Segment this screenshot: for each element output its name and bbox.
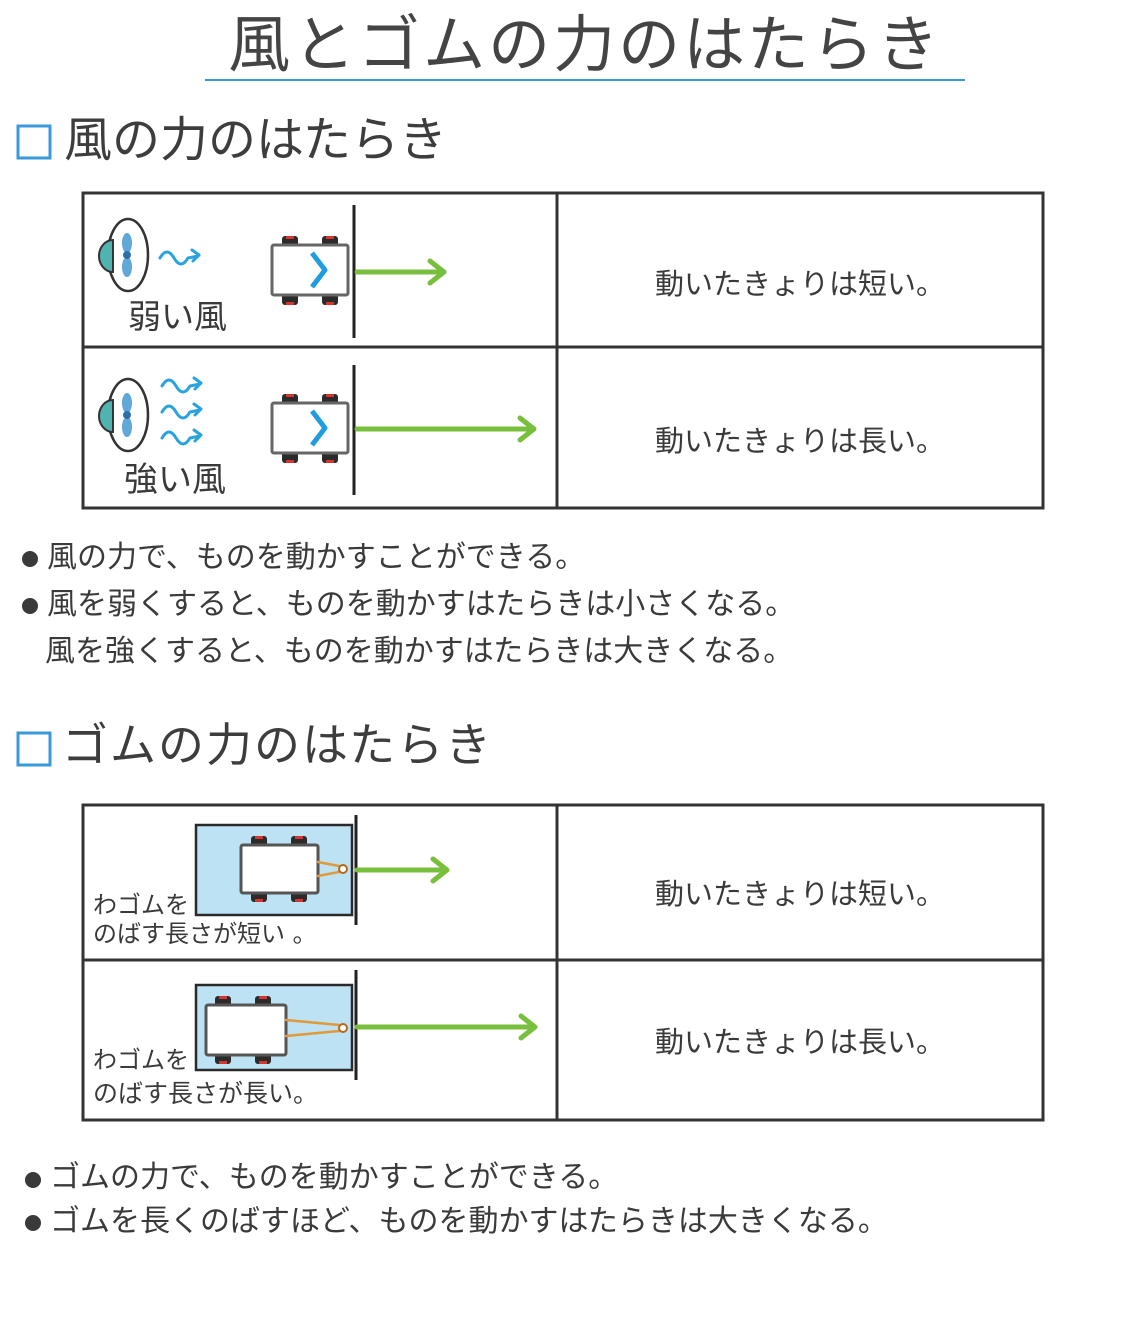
wind-arrowhead bbox=[192, 402, 203, 417]
fan-motor bbox=[98, 238, 114, 274]
wind-bullet-1: 風の力で、ものを動かすことができる。 bbox=[47, 540, 586, 575]
fan-blade bbox=[122, 417, 132, 437]
fan-hub bbox=[123, 411, 131, 419]
car-icon bbox=[239, 836, 320, 902]
car-wheel-accent bbox=[326, 394, 334, 397]
fan-motor bbox=[98, 398, 114, 434]
motion-arrow-icon bbox=[354, 258, 447, 286]
fan-icon bbox=[98, 377, 150, 453]
car-wheel-accent bbox=[286, 236, 294, 239]
car-icon bbox=[270, 236, 350, 305]
wind-table bbox=[81, 191, 1045, 510]
car-wheel-accent bbox=[259, 1061, 267, 1064]
wind-arrowhead bbox=[192, 376, 203, 391]
wind-squiggle bbox=[160, 378, 202, 394]
fan-icon bbox=[98, 217, 150, 293]
fan-blade bbox=[122, 233, 132, 253]
wind-arrowhead bbox=[192, 428, 203, 443]
car-icon bbox=[204, 996, 288, 1064]
wind-squiggle bbox=[160, 404, 202, 420]
wind-section-checkbox-icon bbox=[16, 124, 52, 160]
car-body bbox=[239, 843, 320, 895]
rubber-band-strand bbox=[316, 870, 341, 878]
fan-blade bbox=[122, 393, 132, 413]
long-stretch-label-line-2: のばす長さが長い。 bbox=[93, 1079, 319, 1108]
car-wheel-accent bbox=[326, 302, 334, 305]
strong-wind-result: 動いたきょりは長い。 bbox=[654, 424, 945, 458]
short-stretch-label-line-2: のばす長さが短い 。 bbox=[93, 920, 317, 948]
rubber-band-strand bbox=[284, 1029, 341, 1038]
long-stretch-result: 動いたきょりは長い。 bbox=[654, 1025, 945, 1059]
short-stretch-label-line-1: わゴムを bbox=[93, 891, 189, 919]
motion-arrow-icon bbox=[354, 856, 450, 884]
car-sail-chevron bbox=[310, 409, 328, 447]
rubber-table bbox=[81, 803, 1045, 1122]
rubber-bullet-1: ゴムの力で、ものを動かすことができる。 bbox=[50, 1160, 619, 1195]
car-body bbox=[204, 1003, 288, 1057]
car-body bbox=[270, 243, 350, 297]
car-sail-chevron bbox=[310, 251, 328, 289]
rubber-bullet-2: ゴムを長くのばすほど、ものを動かすはたらきは大きくなる。 bbox=[50, 1204, 888, 1239]
long-stretch-label-line-1: わゴムを bbox=[93, 1046, 189, 1074]
wind-squiggle bbox=[158, 250, 200, 266]
bullet-dot bbox=[25, 1215, 41, 1231]
motion-arrowhead bbox=[430, 856, 450, 884]
car-wheel-accent bbox=[286, 302, 294, 305]
wind-arrowhead bbox=[190, 248, 201, 263]
wind-table-border bbox=[81, 191, 1045, 510]
fan-blade bbox=[122, 257, 132, 277]
rubber-band-strand bbox=[316, 860, 341, 868]
rubber-table-border bbox=[81, 803, 1045, 1122]
bullet-dot bbox=[22, 551, 38, 567]
car-body bbox=[270, 401, 350, 455]
motion-arrowhead bbox=[518, 1013, 538, 1041]
weak-wind-label: 弱い風 bbox=[128, 297, 227, 336]
rubber-section-checkbox-icon bbox=[16, 731, 52, 767]
car-wheel-accent bbox=[255, 899, 263, 902]
motion-arrow-icon bbox=[354, 1013, 538, 1041]
bullet-dot bbox=[22, 598, 38, 614]
motion-arrowhead bbox=[427, 258, 447, 286]
car-wheel-accent bbox=[326, 236, 334, 239]
car-icon bbox=[270, 394, 350, 463]
strong-wind-label: 強い風 bbox=[124, 460, 226, 500]
wind-arrow-icon bbox=[160, 376, 203, 446]
motion-arrow-icon bbox=[354, 415, 537, 443]
page-title: 風とゴムの力のはたらき bbox=[228, 8, 942, 81]
rubber-band-strand bbox=[284, 1018, 341, 1027]
wind-arrow-icon bbox=[158, 248, 201, 266]
rubber-band-hook bbox=[338, 864, 348, 874]
rubber-band-hook bbox=[338, 1023, 348, 1033]
car-wheel-accent bbox=[295, 836, 303, 839]
car-wheel-accent bbox=[326, 460, 334, 463]
short-stretch-result: 動いたきょりは短い。 bbox=[654, 877, 945, 911]
rubber-band-icon bbox=[316, 860, 348, 878]
wind-bullet-2-line-1: 風を弱くすると、ものを動かすはたらきは小さくなる。 bbox=[47, 587, 796, 622]
rubber-section-heading: ゴムの力のはたらき bbox=[62, 718, 494, 772]
car-wheel-accent bbox=[219, 996, 227, 999]
bullet-dot bbox=[25, 1172, 41, 1188]
car-wheel-accent bbox=[286, 460, 294, 463]
car-wheel-accent bbox=[295, 899, 303, 902]
car-wheel-accent bbox=[219, 1061, 227, 1064]
car-wheel-accent bbox=[255, 836, 263, 839]
car-wheel-accent bbox=[286, 394, 294, 397]
wind-bullet-2-line-2: 風を強くすると、ものを動かすはたらきは大きくなる。 bbox=[45, 634, 794, 669]
fan-hub bbox=[123, 251, 131, 259]
motion-arrowhead bbox=[517, 415, 537, 443]
wind-squiggle bbox=[160, 430, 202, 446]
wind-section-heading: 風の力のはたらき bbox=[64, 112, 448, 168]
weak-wind-result: 動いたきょりは短い。 bbox=[654, 267, 945, 301]
car-wheel-accent bbox=[259, 996, 267, 999]
rubber-band-icon bbox=[284, 1018, 348, 1038]
